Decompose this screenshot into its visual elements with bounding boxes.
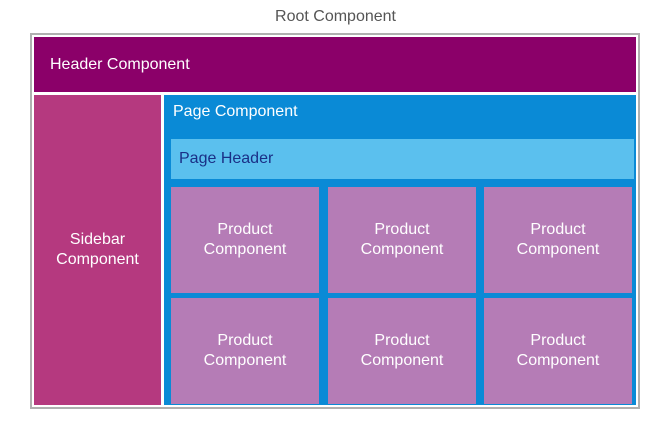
page-component: Page Component Page Header Product Compo… — [164, 95, 636, 405]
product-component-label: Product Component — [360, 332, 444, 369]
header-component-label: Header Component — [50, 55, 190, 73]
product-component: Product Component — [484, 187, 632, 293]
product-component: Product Component — [328, 298, 476, 404]
product-component: Product Component — [328, 187, 476, 293]
product-component-label: Product Component — [516, 221, 600, 258]
product-component-label: Product Component — [203, 332, 287, 369]
product-component: Product Component — [171, 187, 319, 293]
root-component-title: Root Component — [275, 8, 396, 25]
sidebar-component-label: Sidebar Component — [56, 231, 139, 268]
product-component: Product Component — [171, 298, 319, 404]
product-component-label: Product Component — [203, 221, 287, 258]
root-component-box: Header Component Sidebar Component Page … — [30, 33, 640, 409]
product-component: Product Component — [484, 298, 632, 404]
product-component-label: Product Component — [516, 332, 600, 369]
page-header: Page Header — [171, 139, 634, 179]
page-header-label: Page Header — [179, 150, 274, 167]
product-component-label: Product Component — [360, 221, 444, 258]
header-component: Header Component — [34, 37, 636, 92]
page-component-label: Page Component — [173, 103, 298, 120]
sidebar-component: Sidebar Component — [34, 95, 161, 405]
